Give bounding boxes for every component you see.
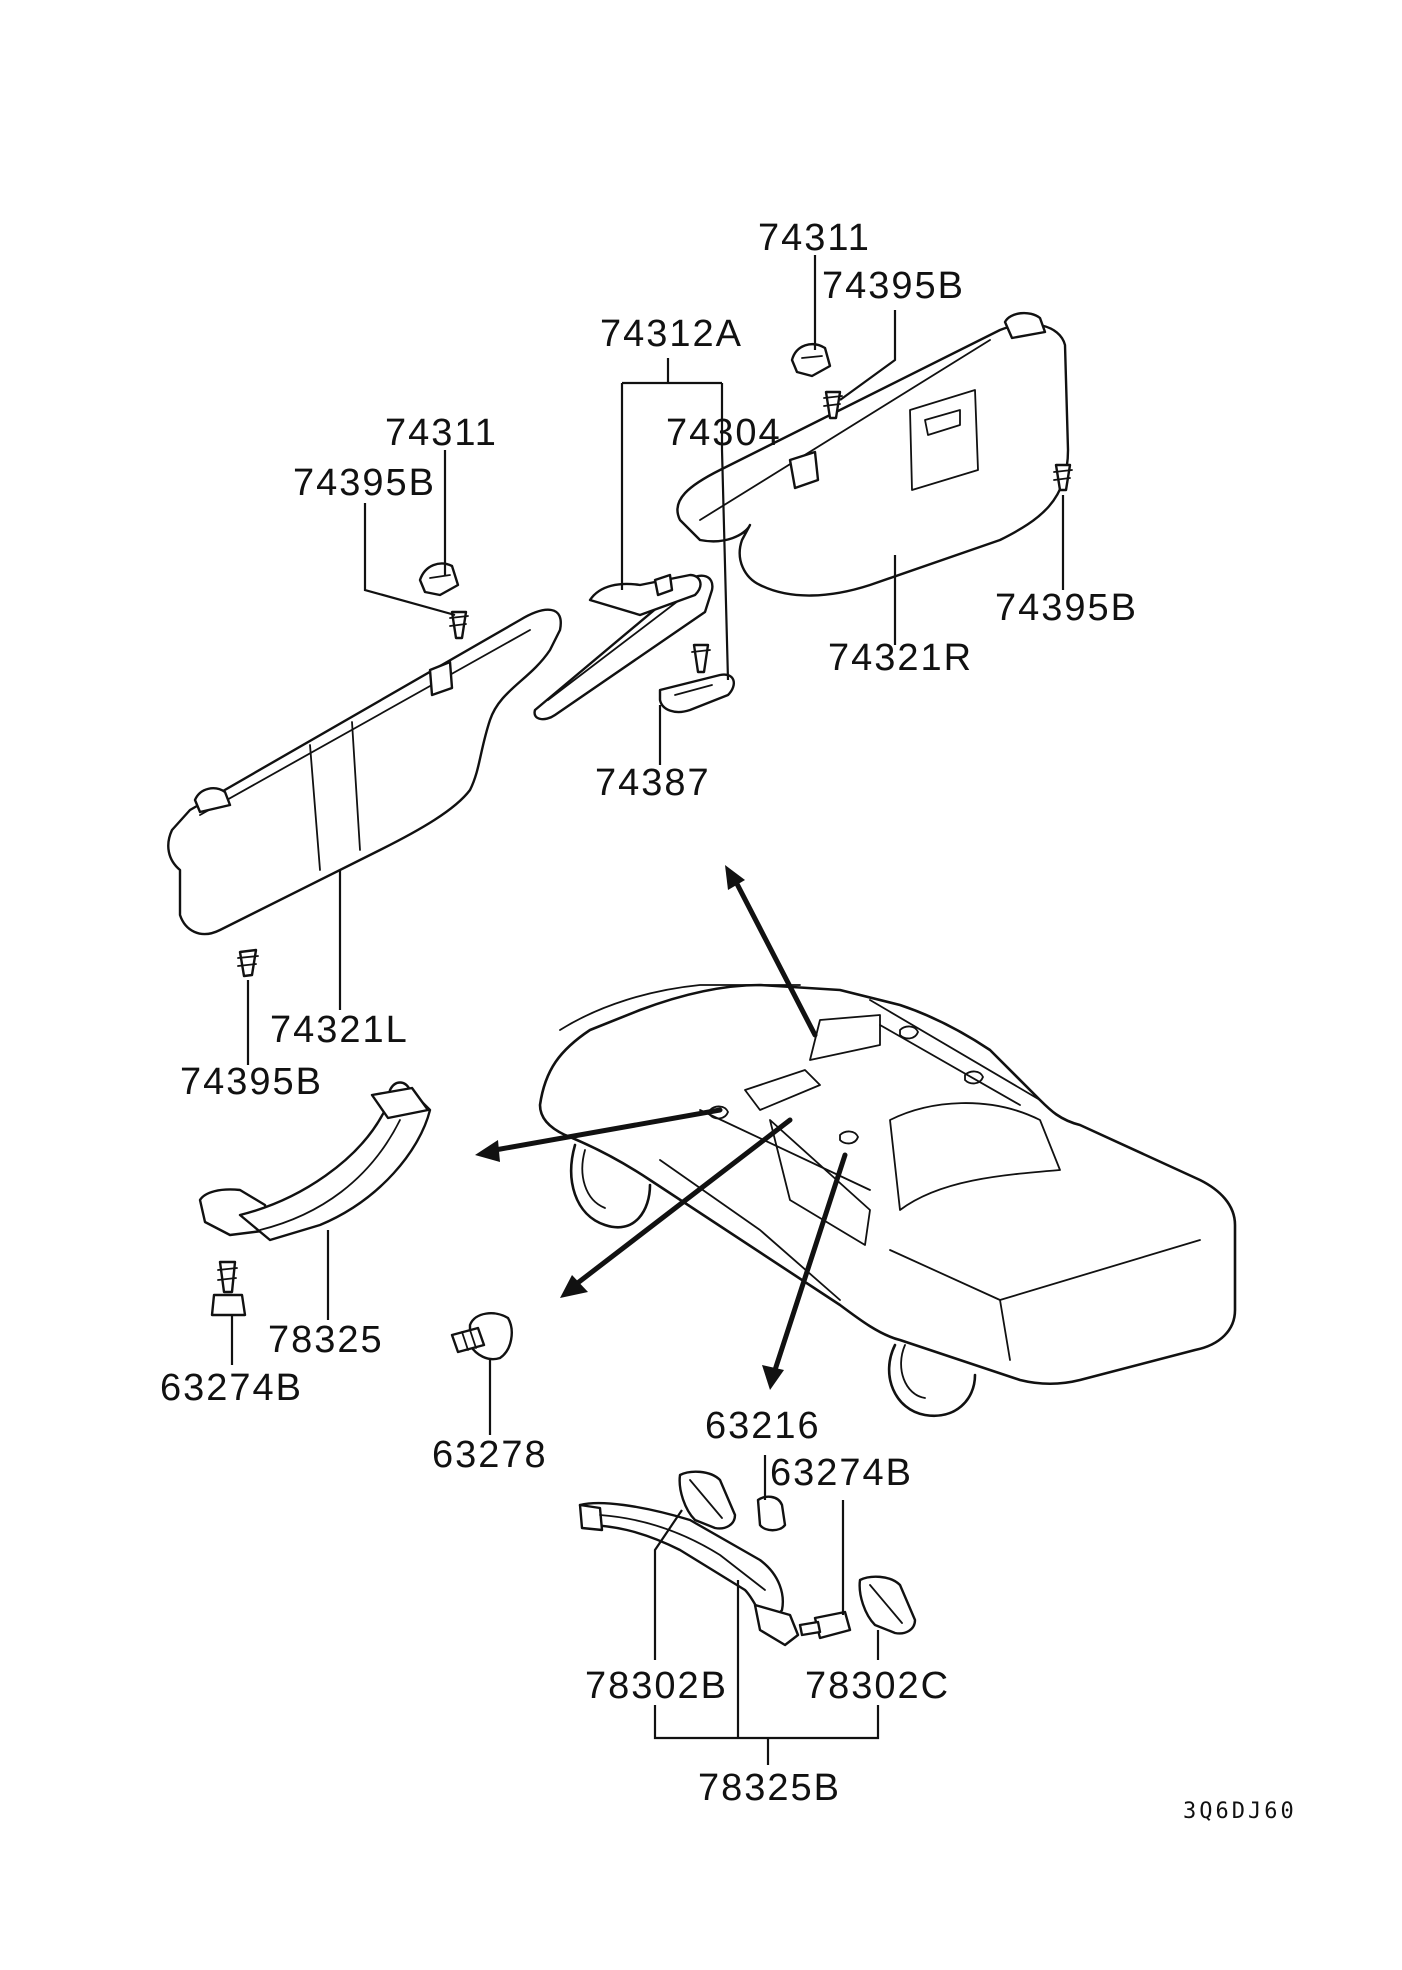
label-78325b: 78325B [698,1767,841,1809]
grip-screw-rear[interactable] [798,1610,852,1640]
clip-63216[interactable] [756,1495,787,1532]
car-body-outline [538,983,1237,1418]
label-74311-right: 74311 [758,217,871,259]
part-labels: 74311 74395B 74312A 74304 74311 74395B 7… [160,217,1297,1824]
label-63274b-right: 63274B [770,1452,913,1494]
label-63274b-left: 63274B [160,1367,303,1409]
clip-63278[interactable] [450,1312,513,1361]
drawing-code: 3Q6DJ60 [1183,1799,1297,1824]
label-74395b-left: 74395B [293,462,436,504]
rearview-mirror[interactable] [533,573,714,721]
assist-grip-rear[interactable] [578,1501,800,1647]
label-74321l: 74321L [270,1009,409,1051]
label-74304: 74304 [666,412,782,454]
label-78302b: 78302B [585,1665,728,1707]
grip-screw-front[interactable] [210,1260,247,1317]
label-74387: 74387 [595,762,711,804]
label-74312a: 74312A [600,313,743,355]
label-74321r: 74321R [828,637,973,679]
screw-visor-left[interactable] [237,948,259,978]
sun-visor-right[interactable] [676,311,1070,597]
label-74395b-right: 74395B [995,587,1138,629]
label-78302c: 78302C [805,1665,950,1707]
screw-visor-right[interactable] [1053,463,1073,492]
label-74311-left: 74311 [385,412,498,454]
label-74395b-top: 74395B [822,265,965,307]
label-63216: 63216 [705,1405,821,1447]
mirror-bracket[interactable] [658,673,736,714]
leader-lines [230,255,1065,1765]
label-78325: 78325 [268,1319,384,1361]
screw-left-holder[interactable] [449,610,469,640]
visor-holder-left[interactable] [418,562,460,597]
label-63278: 63278 [432,1434,548,1476]
sun-visor-left[interactable] [167,608,562,936]
grip-cover-78302B[interactable] [678,1470,737,1530]
screw-mirror[interactable] [691,643,711,674]
label-74395b-bottom: 74395B [180,1061,323,1103]
screw-right-holder[interactable] [823,390,843,420]
assist-grip-front[interactable] [198,1081,432,1242]
visor-holder-right[interactable] [790,343,832,378]
callout-arrows [475,865,848,1390]
grip-cover-78302C[interactable] [858,1575,917,1635]
